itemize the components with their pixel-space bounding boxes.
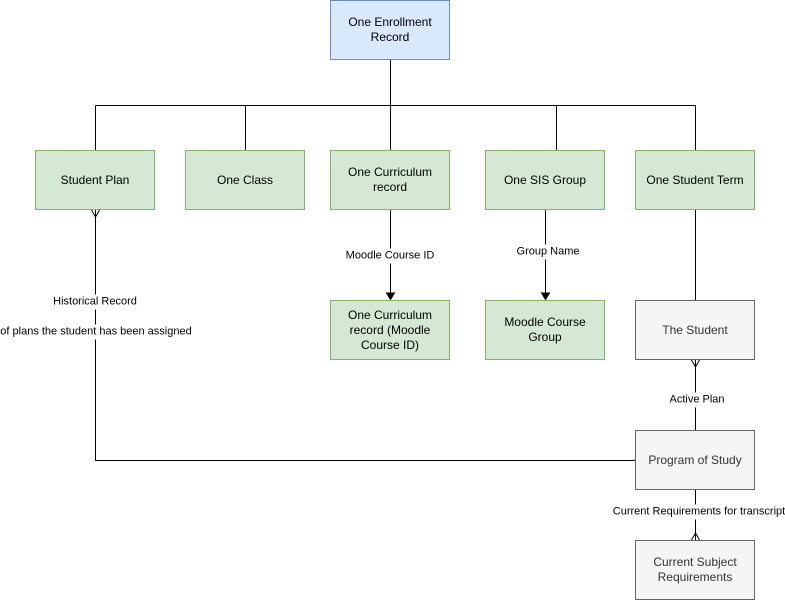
edge-label-moodle-course-id: Moodle Course ID <box>345 248 435 264</box>
moodle-course-group-node[interactable]: Moodle Course Group <box>485 300 605 360</box>
program-of-study-node[interactable]: Program of Study <box>635 430 755 490</box>
one-curriculum-record-node[interactable]: One Curriculum record <box>330 150 450 210</box>
the-student-node[interactable]: The Student <box>635 300 755 360</box>
crowfoot-student-plan <box>91 209 100 219</box>
student-plan-node[interactable]: Student Plan <box>35 150 155 210</box>
one-sis-group-node[interactable]: One SIS Group <box>485 150 605 210</box>
arrowhead-sis-moodle-group <box>540 292 551 301</box>
edge-label-plans-assigned: of plans the student has been assigned <box>0 324 192 340</box>
edge-program-plan <box>95 210 635 461</box>
one-enrollment-record-node[interactable]: One Enrollment Record <box>330 0 450 60</box>
one-class-node[interactable]: One Class <box>185 150 305 210</box>
crowfoot-requirements <box>691 531 700 541</box>
crowfoot-the-student <box>691 359 700 369</box>
current-subject-requirements-node[interactable]: Current Subject Requirements <box>635 540 755 600</box>
edge-label-current-requirements: Current Requirements for transcript <box>612 504 785 520</box>
edge-label-active-plan: Active Plan <box>669 392 725 408</box>
curriculum-moodle-course-id-node[interactable]: One Curriculum record (Moodle Course ID) <box>330 300 450 360</box>
arrowhead-curriculum-moodle <box>385 292 396 301</box>
edge-label-historical-record: Historical Record <box>53 294 137 310</box>
one-student-term-node[interactable]: One Student Term <box>635 150 755 210</box>
edge-label-group-name: Group Name <box>516 244 580 260</box>
